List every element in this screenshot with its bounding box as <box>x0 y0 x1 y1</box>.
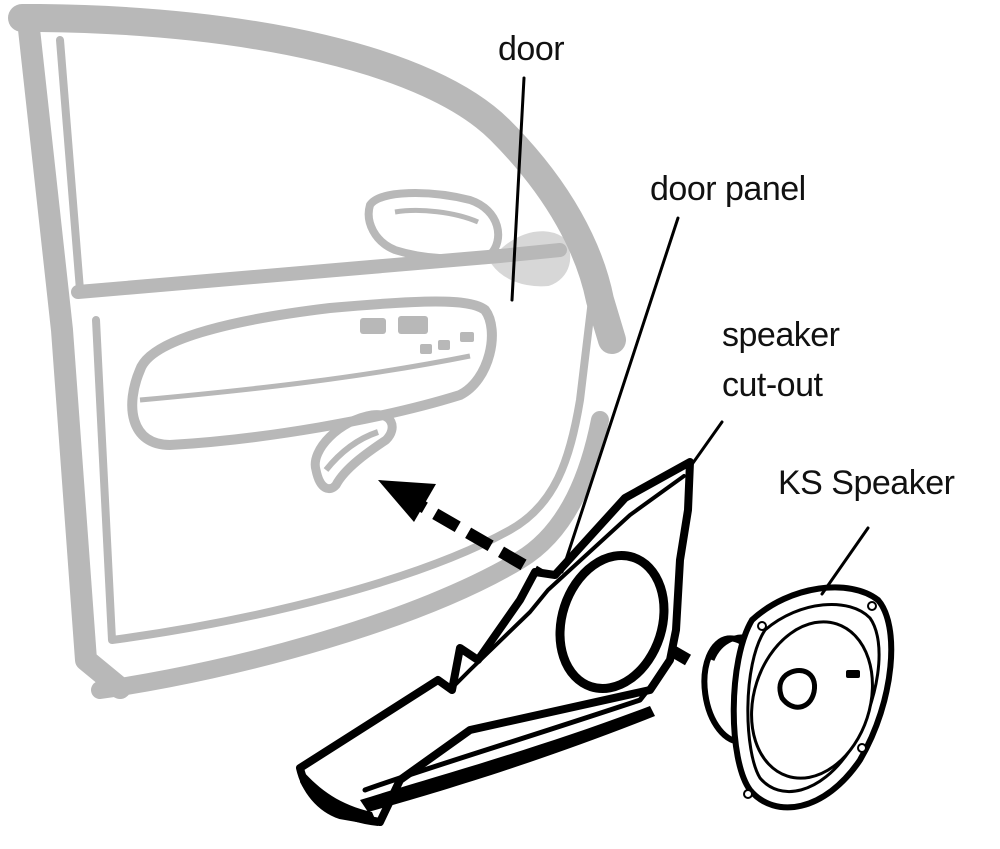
armrest-panel <box>132 302 492 446</box>
door-label: door <box>498 30 564 68</box>
ks-speaker-label: KS Speaker <box>778 464 955 502</box>
speaker-logo <box>846 670 860 678</box>
speaker-cutout-label-line1: speaker <box>722 316 840 354</box>
speaker-cutout-leader-line <box>688 422 722 470</box>
speaker-cutout-label-line2: cut-out <box>722 366 823 404</box>
arrow-head <box>378 480 436 522</box>
door-panel-label: door panel <box>650 170 806 208</box>
door-panel <box>300 462 690 826</box>
ks-speaker <box>698 587 892 807</box>
ks-speaker-leader-line <box>822 528 868 594</box>
